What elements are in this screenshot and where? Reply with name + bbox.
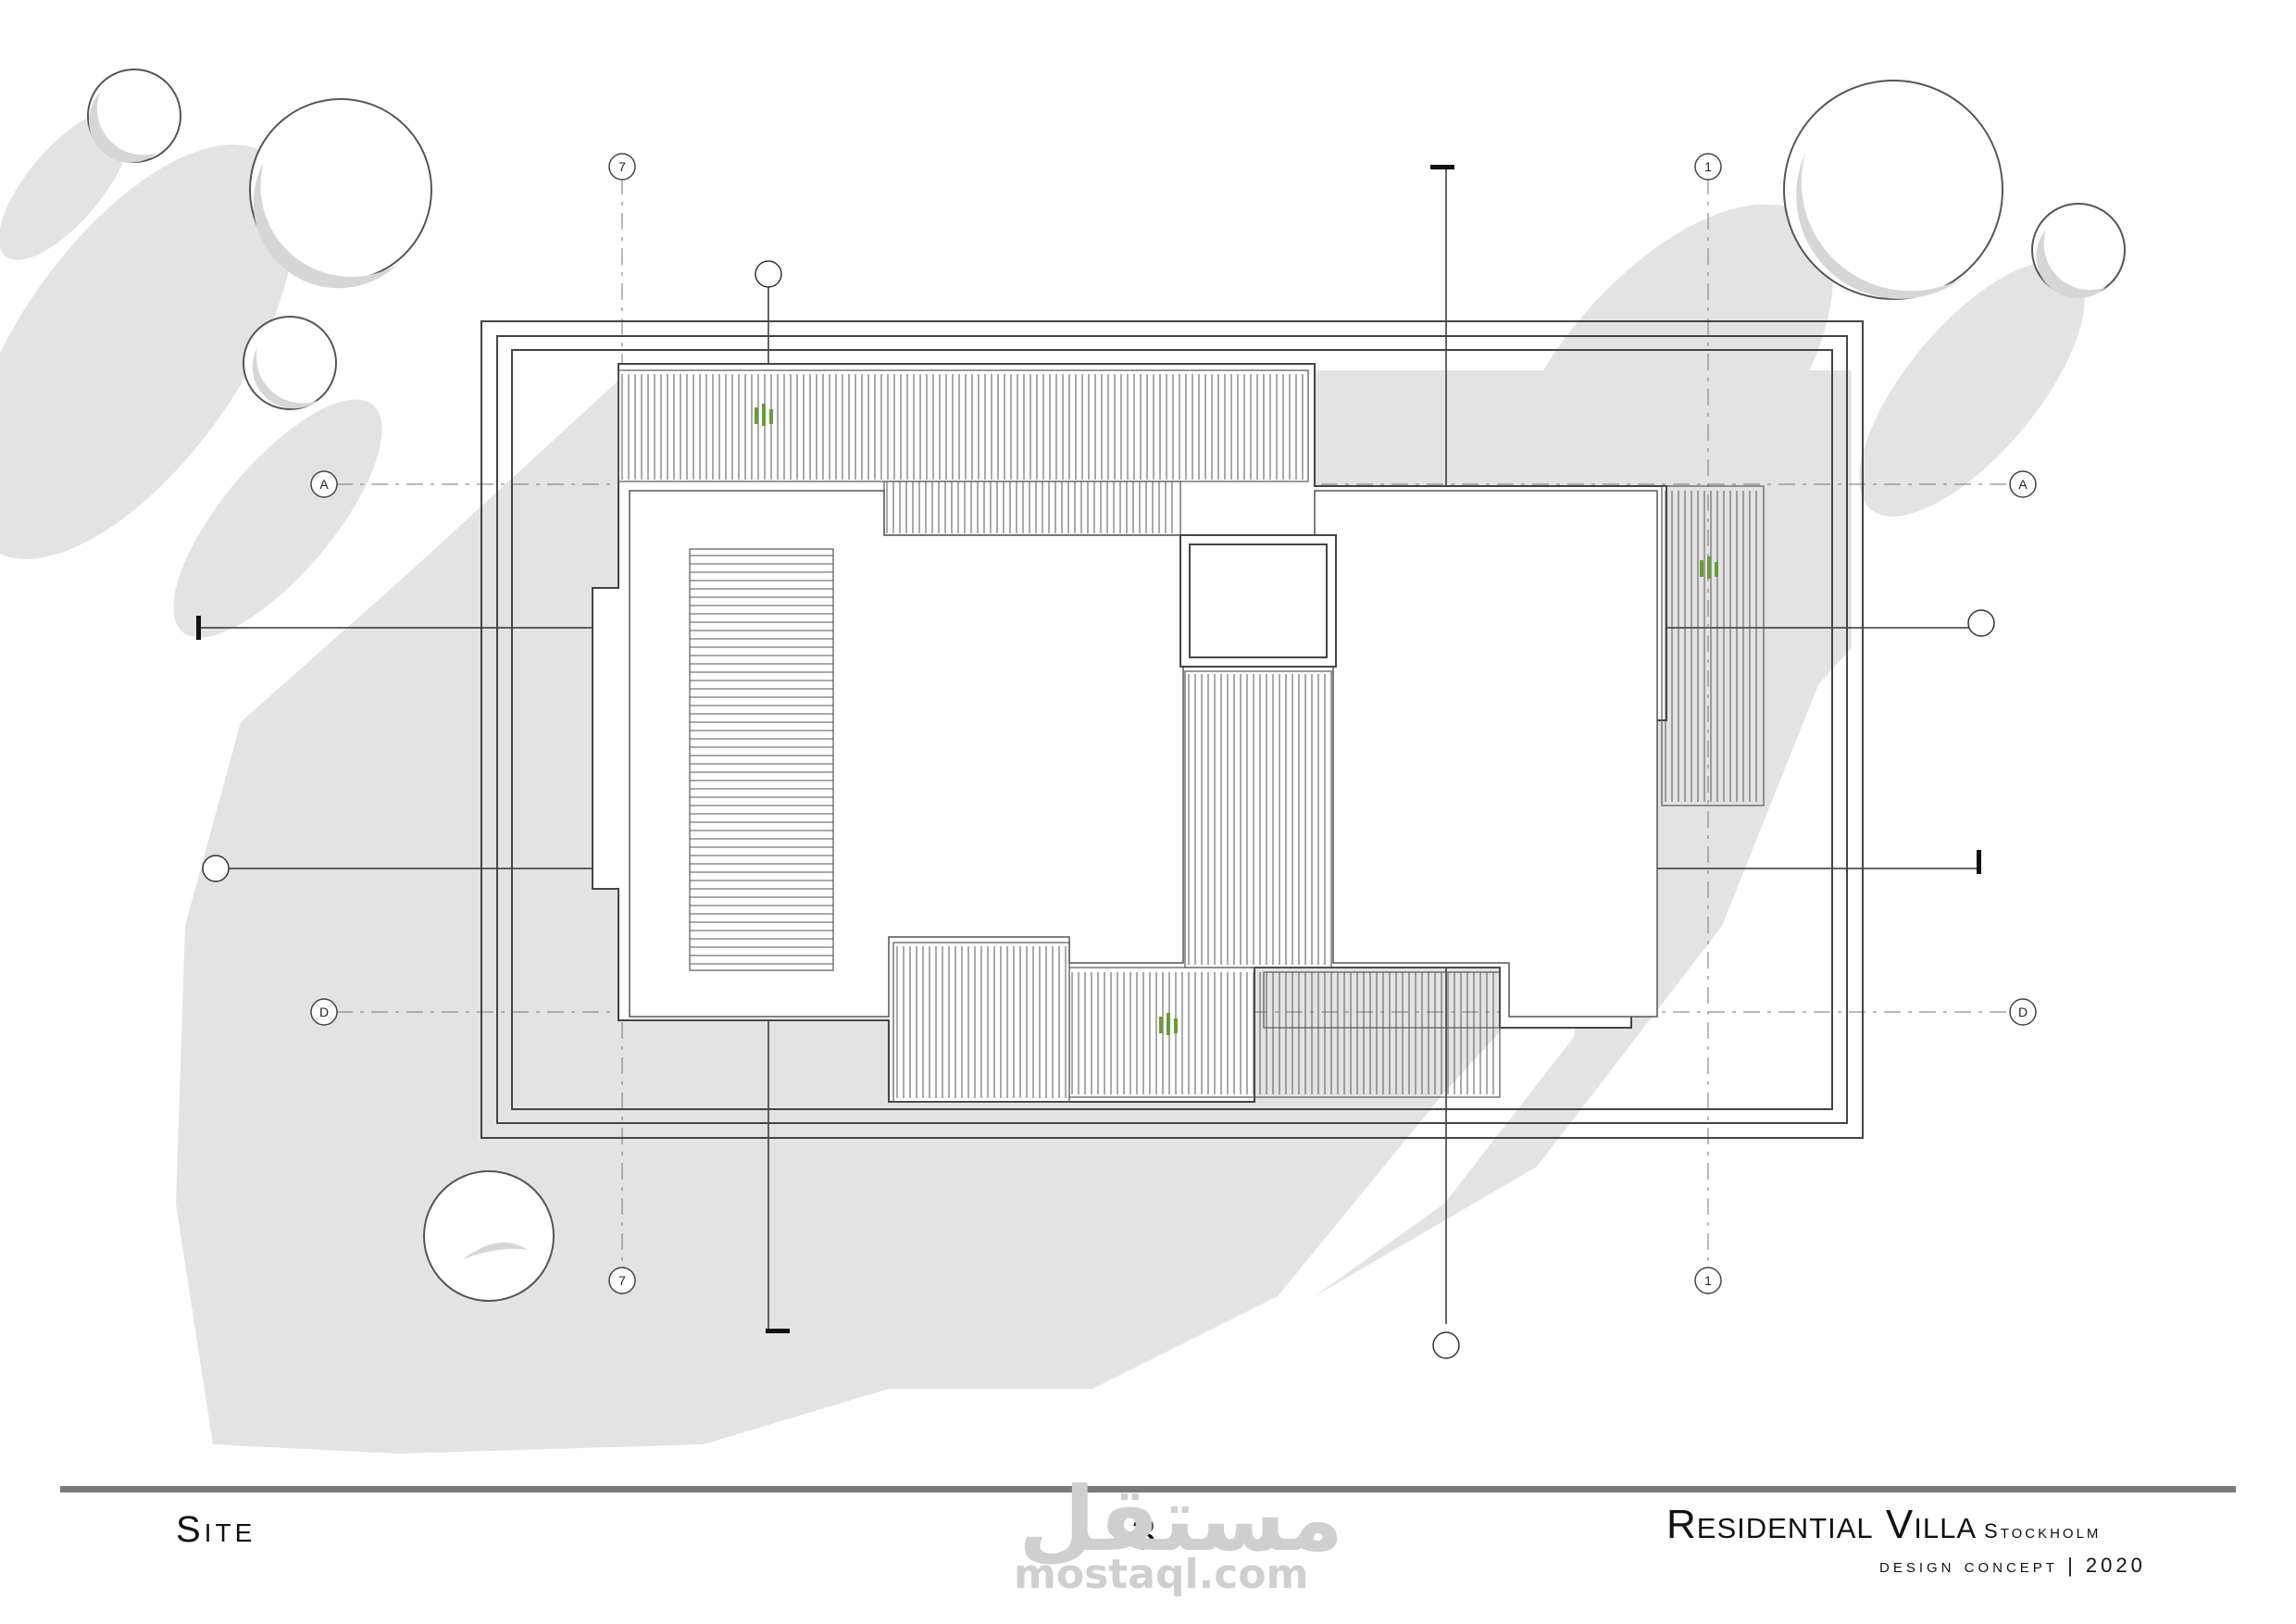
roof-slats-center [1184,670,1332,968]
tree-icon [1783,80,2003,300]
project-city: Stockholm [1984,1519,2102,1543]
project-year: 2020 [2085,1554,2146,1577]
grid-bubble-row-d-left: D [310,998,338,1026]
svg-text:1: 1 [1704,159,1712,174]
skylight [1179,534,1337,668]
section-marker-icon [755,260,782,288]
grid-bubble-top-right: 1 [1694,153,1722,181]
grid-bubbles: 7 1 7 1 A A D D [310,153,2037,1294]
view-name: Site [176,1509,256,1550]
grid-bubble-row-a-right: A [2009,470,2037,498]
pergola [689,548,834,971]
subtitle-text: design concept [1879,1554,2058,1577]
svg-text:A: A [2018,477,2028,492]
svg-text:7: 7 [618,1273,626,1288]
svg-text:1: 1 [1704,1273,1712,1288]
grid-bubble-row-d-right: D [2009,998,2037,1026]
grid-bubble-bottom-left: 7 [608,1267,636,1294]
plants [755,404,1718,1035]
tree-icon [423,1170,555,1302]
grid-bubble-row-a-left: A [310,470,338,498]
watermark-arabic: مستقل [1018,1468,1344,1571]
project-subtitle: design concept | 2020 [1879,1554,2146,1577]
section-marker-icon [1967,609,1995,637]
plant-icon [1700,556,1718,579]
plant-icon [755,404,773,426]
grid-bubble-top-left: 7 [608,153,636,181]
pergola-slat-lines [690,555,833,965]
roof-slats-top [618,369,1309,536]
svg-text:D: D [2018,1005,2028,1019]
watermark-latin: mostaql.com [1014,1551,1309,1598]
section-ticks [196,165,1981,1333]
roof-slat-lines-right [1665,491,1757,802]
title-block-rule [60,1486,2236,1493]
roof-slats-right [1661,485,1765,806]
section-markers [202,260,1995,1359]
section-marker-icon [202,855,230,882]
page-number: 3 [1131,1510,1156,1559]
site-boundary [480,320,1864,1139]
section-marker-icon [1432,1331,1460,1359]
roof-slat-lines-top [621,374,1304,533]
svg-text:7: 7 [618,159,626,174]
svg-text:D: D [319,1005,329,1019]
tree-canopy-shading [89,93,2106,1259]
roof-slat-lines-center [1188,674,1326,965]
grid-lines [336,178,2011,1268]
project-title-text: Residential Villa [1666,1502,1978,1547]
grid-bubble-bottom-right: 1 [1694,1267,1722,1294]
tree-icon [243,316,337,410]
plant-icon [1159,1013,1178,1035]
svg-text:A: A [319,477,329,492]
